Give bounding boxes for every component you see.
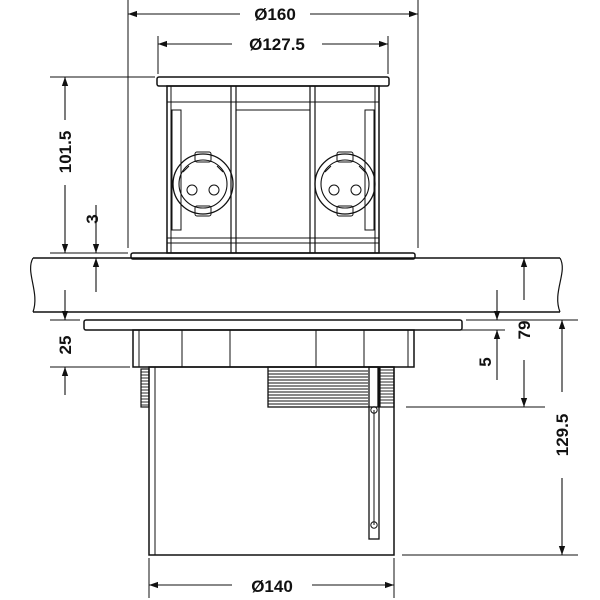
dimension-labels: Ø160 Ø127.5 101.5 3 25 5 79 129.5 Ø140	[56, 5, 572, 596]
housing-collar	[132, 329, 415, 368]
cable-entry	[267, 366, 379, 408]
clamp-bracket	[368, 366, 380, 540]
dim-body-depth: 79	[515, 321, 534, 340]
dim-top-outer-diameter: Ø160	[254, 5, 296, 24]
thread-left	[140, 368, 150, 408]
flange	[83, 319, 463, 331]
socket-head	[130, 76, 416, 260]
dim-total-depth: 129.5	[553, 414, 572, 457]
thread-right	[379, 366, 395, 408]
dim-top-inner-diameter: Ø127.5	[249, 35, 305, 54]
extension-lines	[50, 0, 578, 598]
worktop	[30, 257, 563, 313]
dim-worktop-thickness: 25	[56, 336, 75, 355]
socket-outlet-right	[314, 151, 376, 217]
dim-pop-up-height: 101.5	[56, 131, 75, 174]
dimension-lines	[61, 10, 566, 589]
socket-outlet-left	[172, 151, 234, 217]
dim-rim-thickness: 3	[83, 214, 102, 223]
dim-flange-thickness: 5	[476, 357, 495, 366]
dim-base-diameter: Ø140	[251, 577, 293, 596]
